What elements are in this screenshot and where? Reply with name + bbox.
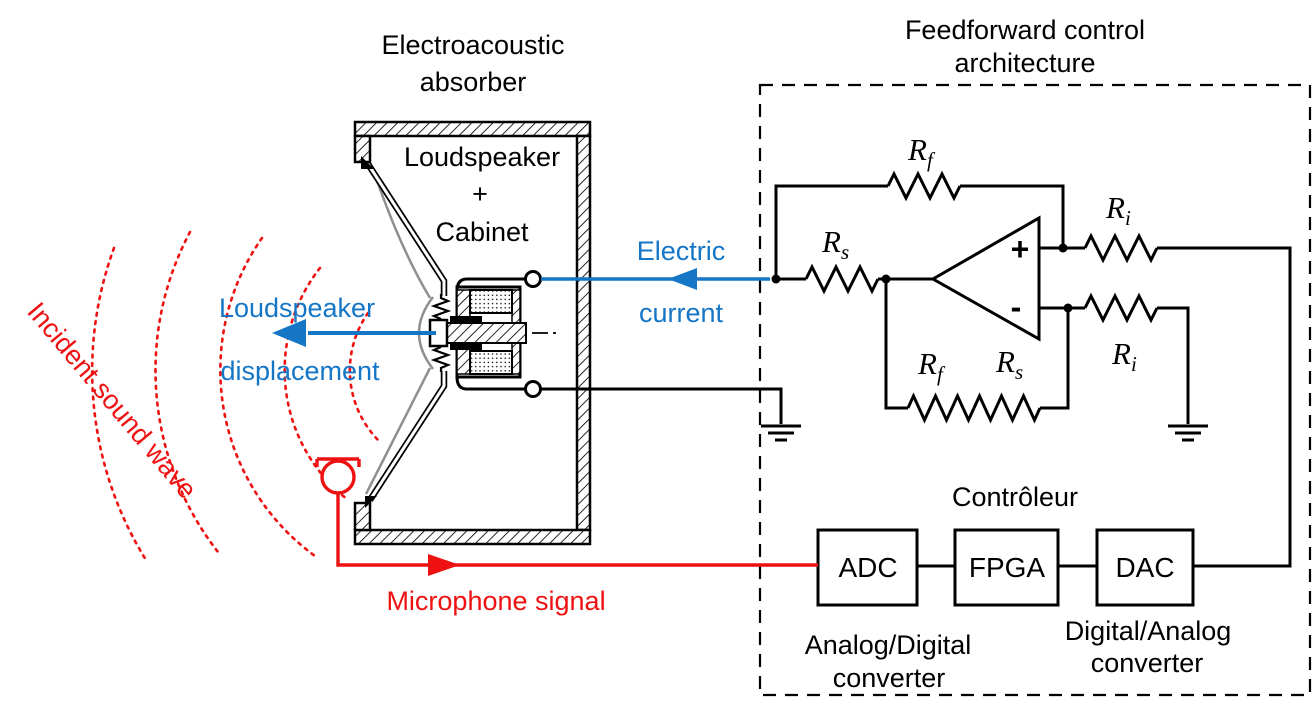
opamp: + -	[929, 215, 1041, 342]
adc-caption-line1: Analog/Digital	[805, 630, 972, 660]
fpga-label: FPGA	[969, 552, 1046, 583]
microphone	[315, 457, 818, 576]
svg-text:Rf: Rf	[917, 346, 946, 386]
dac-box	[1095, 528, 1195, 607]
terminal-top	[524, 270, 542, 288]
controller-title: Contrôleur	[952, 482, 1078, 512]
absorber-title-line1: Electroacoustic	[381, 30, 564, 60]
svg-text:Rf: Rf	[907, 132, 936, 172]
electric-current-label-line1: Electric	[637, 236, 726, 266]
resistor-labels: Rf Rs Ri Ri Rf Rs	[821, 132, 1137, 386]
incident-sound-wave-arcs	[90, 230, 381, 562]
incident-sound-wave-label: Incident sound wave	[21, 297, 202, 505]
feedforward-title-line1: Feedforward control	[905, 15, 1145, 45]
terminal-bottom	[524, 380, 542, 398]
dac-caption-line1: Digital/Analog	[1065, 616, 1232, 646]
opamp-plus-label: +	[1011, 231, 1030, 267]
fpga-box	[953, 528, 1060, 607]
controller: ADC FPGA DAC Contrôleur Analog/Digital c…	[805, 482, 1232, 693]
ground-symbol-right	[1168, 424, 1208, 442]
label-rf-top: R	[907, 132, 927, 167]
absorber-title-line2: absorber	[420, 67, 527, 97]
displacement-arrow	[272, 319, 436, 347]
dac-label: DAC	[1115, 552, 1174, 583]
electric-current-arrow	[541, 268, 770, 290]
dac-caption-line2: converter	[1091, 648, 1204, 678]
label-ri-lower: R	[1111, 336, 1131, 371]
microphone-signal-label: Microphone signal	[386, 586, 605, 616]
displacement-label-line1: Loudspeaker	[219, 293, 375, 323]
ground-symbol-left	[761, 424, 801, 442]
label-ri-upper: R	[1105, 190, 1125, 225]
opamp-minus-label: -	[1011, 289, 1022, 325]
label-rs-upper: R	[821, 224, 841, 259]
microphone-signal-arrowhead	[428, 554, 460, 576]
adc-box	[816, 528, 919, 607]
electric-current-label-line2: current	[639, 298, 724, 328]
label-rs-bottom: R	[995, 344, 1015, 379]
adc-caption-line2: converter	[833, 663, 946, 693]
microphone-icon	[320, 459, 356, 495]
cabinet-label-line1: Loudspeaker	[404, 142, 560, 172]
cabinet-walls	[353, 120, 592, 546]
cabinet-label-line2: +	[472, 179, 488, 209]
loudspeaker-driver	[361, 156, 556, 508]
svg-text:Rs: Rs	[995, 344, 1023, 384]
cabinet-label-line3: Cabinet	[435, 217, 529, 247]
displacement-label-line2: displacement	[220, 356, 380, 386]
circuit-wires	[541, 170, 1292, 568]
feedforward-title-line2: architecture	[954, 48, 1095, 78]
svg-text:Ri: Ri	[1105, 190, 1131, 230]
label-rf-bottom: R	[917, 346, 937, 381]
adc-label: ADC	[838, 552, 897, 583]
svg-text:Ri: Ri	[1111, 336, 1137, 376]
svg-text:Rs: Rs	[821, 224, 849, 264]
